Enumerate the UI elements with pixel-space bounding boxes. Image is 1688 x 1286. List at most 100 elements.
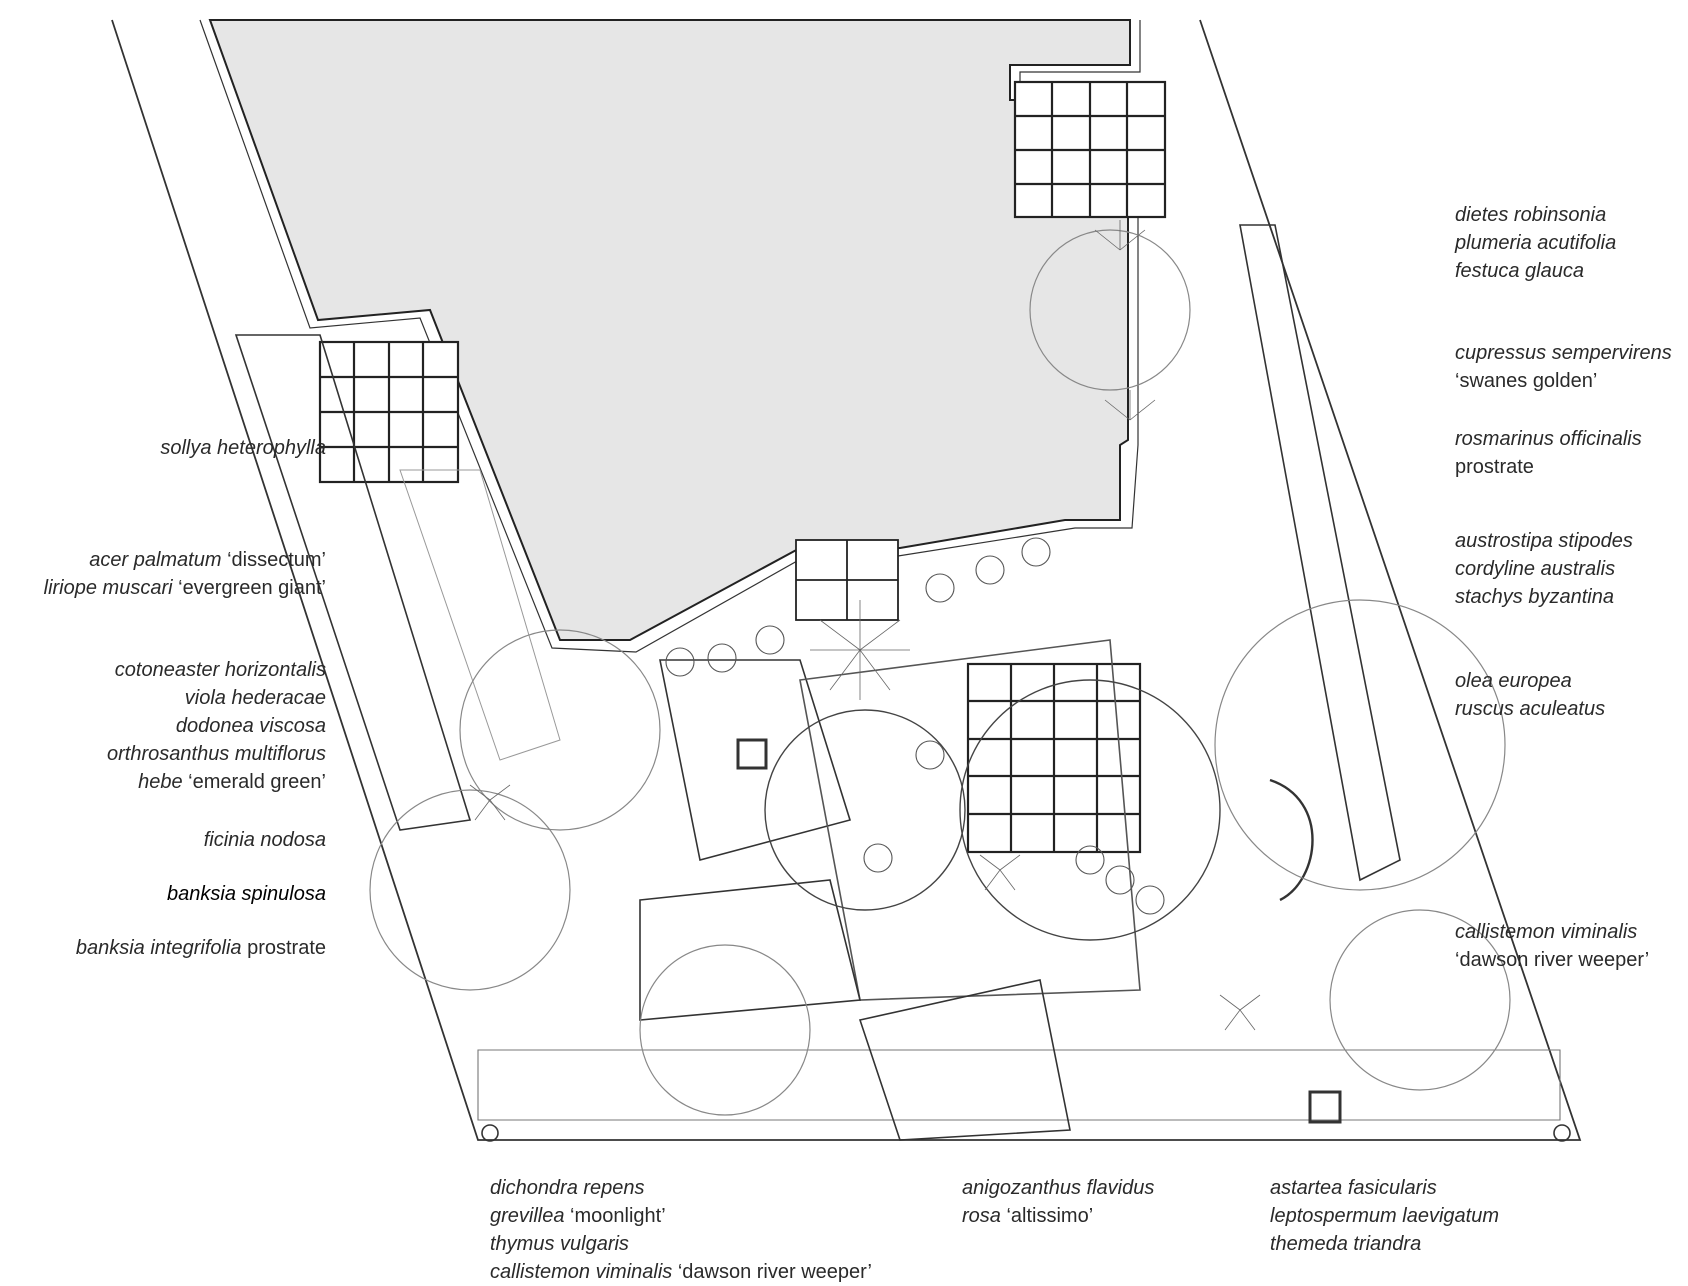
label-line: rosmarinus officinalis — [1455, 425, 1642, 453]
label-cupressus: cupressus sempervirens‘swanes golden’ — [1455, 339, 1672, 395]
label-austrostipa: austrostipa stipodes cordyline australis s… — [1455, 527, 1633, 611]
bed-right — [1239, 224, 1401, 882]
label-banksia-spinulosa: banksia spinulosa — [167, 880, 326, 908]
label-text: orthrosanthus multiflorus — [107, 743, 326, 765]
label-text: austrostipa stipodes — [1455, 530, 1633, 552]
path-central — [799, 639, 1141, 1001]
label-text: ‘dawson river weeper’ — [1455, 949, 1650, 971]
label-line: ruscus aculeatus — [1455, 695, 1605, 723]
label-text: rosa — [962, 1205, 1001, 1227]
label-line: prostrate — [1455, 453, 1642, 481]
label-text: festuca glauca — [1455, 260, 1584, 282]
label-text: callistemon viminalis — [1455, 921, 1638, 943]
label-line: astartea fasicularis — [1270, 1174, 1499, 1202]
label-line: banksia integrifolia prostrate — [76, 934, 326, 962]
terrace — [659, 659, 852, 861]
label-text: astartea fasicularis — [1270, 1177, 1437, 1199]
label-text: ‘moonlight’ — [564, 1205, 666, 1227]
post — [1553, 1124, 1571, 1142]
label-text: ‘dawson river weeper’ — [672, 1261, 872, 1283]
path-bottom — [858, 979, 1071, 1141]
label-text: cotoneaster horizontalis — [114, 659, 326, 681]
label-text: dichondra repens — [490, 1177, 645, 1199]
label-sollya: sollya heterophylla — [160, 434, 326, 462]
label-line: stachys byzantina — [1455, 583, 1633, 611]
label-text: ‘dissectum’ — [221, 549, 326, 571]
bed-left-inner — [399, 469, 561, 761]
lawn-circle — [959, 679, 1221, 941]
label-line: leptospermum laevigatum — [1270, 1202, 1499, 1230]
feature-pot — [1308, 1090, 1342, 1124]
label-text: dietes robinsonia — [1455, 204, 1607, 226]
label-line: cordyline australis — [1455, 555, 1633, 583]
label-line: dichondra repens — [490, 1174, 872, 1202]
label-text: plumeria acutifolia — [1455, 232, 1617, 254]
paver-grid-center — [966, 662, 1142, 854]
label-text: acer palmatum — [89, 549, 222, 571]
label-line: themeda triandra — [1270, 1230, 1499, 1258]
label-text: ‘evergreen giant’ — [172, 577, 326, 599]
label-line: grevillea ‘moonlight’ — [490, 1202, 872, 1230]
label-olea: olea europea ruscus aculeatus — [1455, 667, 1605, 723]
label-text: leptospermum laevigatum — [1270, 1205, 1499, 1227]
label-text: sollya heterophylla — [160, 437, 326, 459]
tree-canopy — [1029, 229, 1191, 391]
planting-tufts — [469, 220, 1261, 1031]
label-line: thymus vulgaris — [490, 1230, 872, 1258]
label-text: banksia spinulosa — [167, 883, 326, 905]
label-text: ‘altissimo’ — [1000, 1205, 1094, 1227]
label-line: callistemon viminalis ‘dawson river weep… — [490, 1258, 872, 1286]
seat-curve — [1269, 778, 1314, 902]
label-line: olea europea — [1455, 667, 1605, 695]
label-text: cordyline australis — [1455, 558, 1616, 580]
label-text: rosmarinus officinalis — [1455, 428, 1642, 450]
label-callistemon-right: callistemon viminalis ‘dawson river weepe… — [1455, 918, 1649, 974]
label-text: liriope muscari — [43, 577, 173, 599]
label-text: callistemon viminalis — [490, 1261, 673, 1283]
label-line: callistemon viminalis — [1455, 918, 1649, 946]
label-line: festuca glauca — [1455, 257, 1616, 285]
paver-grid-small — [795, 539, 899, 621]
label-text: hebe — [138, 771, 183, 793]
label-line: liriope muscari ‘evergreen giant’ — [44, 574, 326, 602]
label-line: orthrosanthus multiflorus — [107, 740, 326, 768]
label-line: plumeria acutifolia — [1455, 229, 1616, 257]
tree-canopy — [639, 944, 811, 1116]
label-text: prostrate — [241, 937, 326, 959]
label-text: prostrate — [1455, 456, 1534, 478]
label-dietes: dietes robinsonia plumeria acutifolia fest… — [1455, 201, 1616, 285]
label-line: austrostipa stipodes — [1455, 527, 1633, 555]
label-text: banksia integrifolia — [75, 937, 242, 959]
label-line: dodonea viscosa — [107, 712, 326, 740]
label-line: ‘dawson river weeper’ — [1455, 946, 1649, 974]
label-line: dietes robinsonia — [1455, 201, 1616, 229]
label-line: hebe ‘emerald green’ — [107, 768, 326, 796]
paver-grid-top-right — [1013, 80, 1167, 219]
label-line: banksia spinulosa — [167, 880, 326, 908]
label-banksia-integrifolia: banksia integrifolia prostrate — [76, 934, 326, 962]
label-rosmarinus: rosmarinus officinalis prostrate — [1455, 425, 1642, 481]
label-text: ‘swanes golden’ — [1455, 370, 1598, 392]
property-boundary — [111, 19, 1582, 1141]
label-text: thymus vulgaris — [490, 1233, 629, 1255]
label-text: themeda triandra — [1270, 1233, 1422, 1255]
tree-canopy — [1329, 909, 1511, 1091]
label-line: ficinia nodosa — [204, 826, 326, 854]
stepping-stones — [665, 537, 1165, 915]
label-text: stachys byzantina — [1455, 586, 1614, 608]
label-text: dodonea viscosa — [175, 715, 326, 737]
paver-grid-left — [318, 340, 460, 484]
post — [481, 1124, 499, 1142]
label-line: viola hederacae — [107, 684, 326, 712]
label-line: cotoneaster horizontalis — [107, 656, 326, 684]
tree-canopy — [459, 629, 661, 831]
lawn-circle — [764, 709, 966, 911]
label-text: ruscus aculeatus — [1455, 698, 1606, 720]
label-text: ficinia nodosa — [203, 829, 326, 851]
label-cotoneaster: cotoneaster horizontalis viola hederacae d… — [107, 656, 326, 796]
label-text: olea europea — [1455, 670, 1572, 692]
label-text: grevillea — [490, 1205, 565, 1227]
label-line: ‘swanes golden’ — [1455, 367, 1672, 395]
label-astartea: astartea fasicularis leptospermum laeviga… — [1270, 1174, 1499, 1258]
label-line: sollya heterophylla — [160, 434, 326, 462]
